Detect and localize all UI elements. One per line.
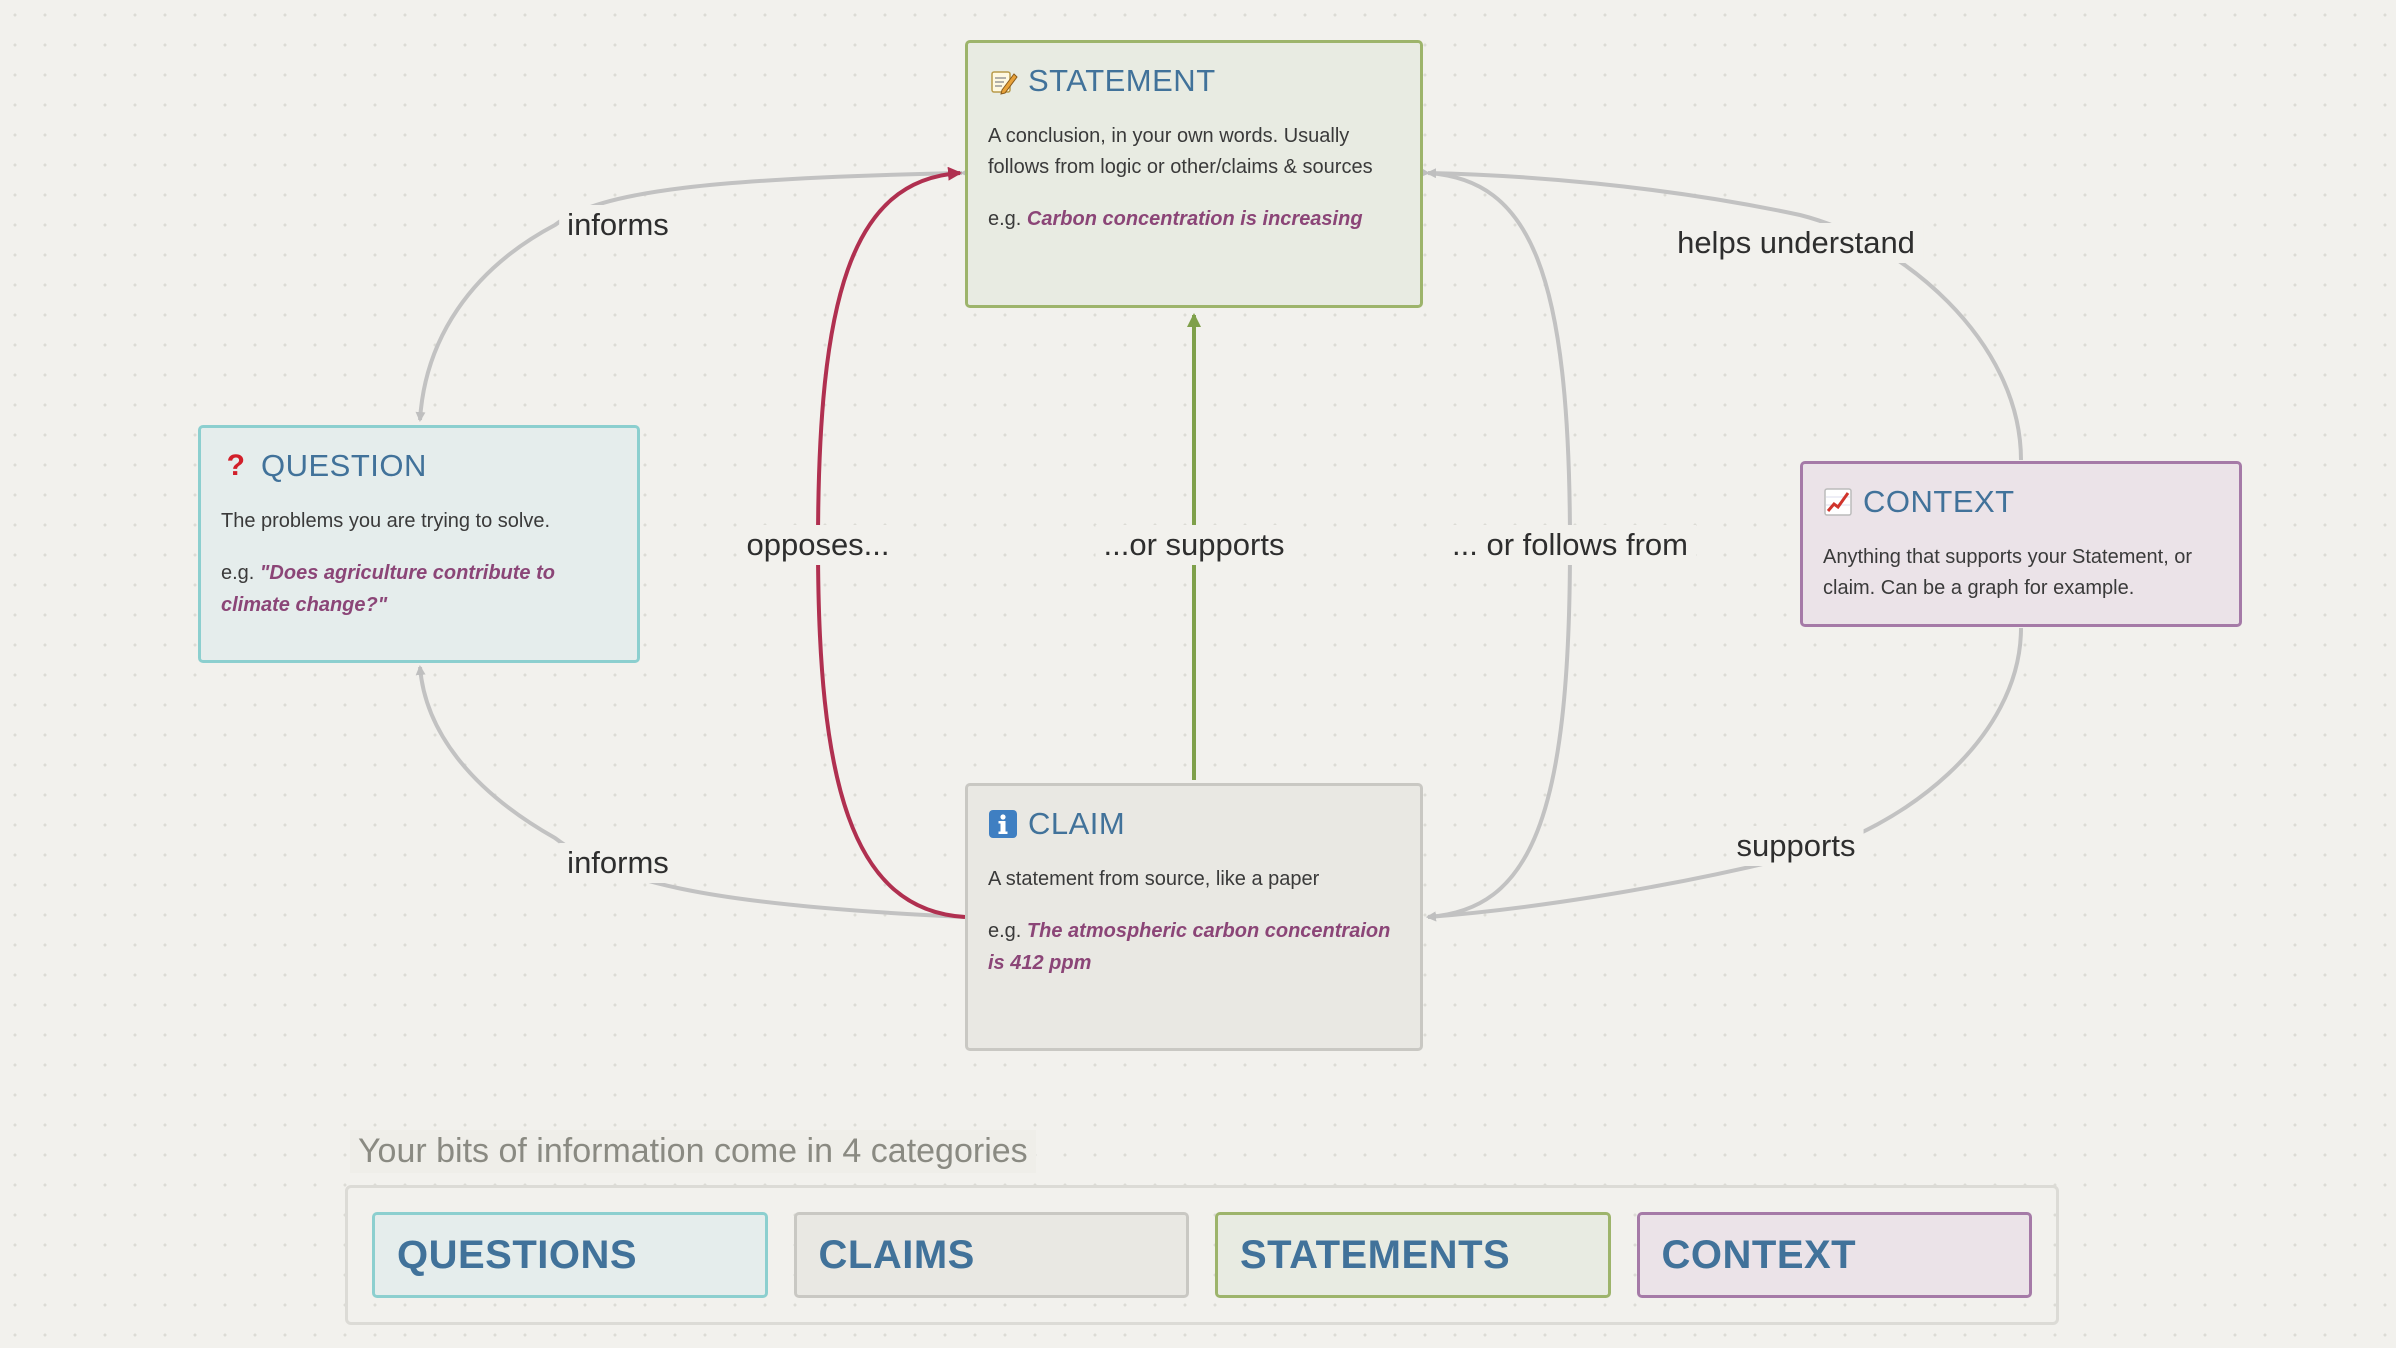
question-title-row: ? QUESTION [221, 448, 617, 484]
edge-label-follows-from: ... or follows from [1444, 525, 1696, 565]
claim-card[interactable]: CLAIM A statement from source, like a pa… [965, 783, 1423, 1051]
question-description: The problems you are trying to solve. [221, 510, 551, 532]
question-example-prefix: e.g. [221, 562, 255, 584]
edge-label-informs-bottom: informs [559, 843, 677, 883]
legend-chip-context[interactable]: CONTEXT [1636, 1212, 2032, 1298]
question-mark-icon: ? [226, 449, 246, 482]
chart-increasing-icon [1823, 487, 1853, 517]
statement-title: STATEMENT [1028, 63, 1216, 98]
question-example-text: "Does agriculture contribute to climate … [221, 562, 555, 616]
legend-chip-claims[interactable]: CLAIMS [793, 1212, 1189, 1298]
statement-title-row: STATEMENT [988, 63, 1400, 99]
claim-example: e.g. The atmospheric carbon concentraion… [988, 915, 1400, 979]
legend-chip-questions[interactable]: QUESTIONS [372, 1212, 768, 1298]
memo-pencil-icon [988, 66, 1018, 96]
context-description: Anything that supports your Statement, o… [1823, 546, 2193, 599]
context-title-row: CONTEXT [1823, 484, 2219, 520]
claim-title-row: CLAIM [988, 806, 1400, 842]
claim-title: CLAIM [1028, 806, 1126, 841]
legend-group: QUESTIONS CLAIMS STATEMENTS CONTEXT [345, 1185, 2059, 1325]
statement-example: e.g. Carbon concentration is increasing [988, 203, 1400, 235]
statement-card[interactable]: STATEMENT A conclusion, in your own word… [965, 40, 1423, 308]
claim-description: A statement from source, like a paper [988, 868, 1320, 890]
context-title: CONTEXT [1863, 484, 2015, 519]
question-card[interactable]: ? QUESTION The problems you are trying t… [198, 425, 640, 663]
question-title: QUESTION [261, 448, 427, 483]
statement-description: A conclusion, in your own words. Usually… [988, 125, 1373, 178]
edge-label-informs-top: informs [559, 205, 677, 245]
statement-example-text: Carbon concentration is increasing [1026, 208, 1363, 230]
edge-context-statement [1426, 168, 2023, 461]
legend-chip-statements[interactable]: STATEMENTS [1215, 1212, 1611, 1298]
statement-example-prefix: e.g. [988, 208, 1022, 230]
context-card[interactable]: CONTEXT Anything that supports your Stat… [1800, 461, 2242, 627]
edge-context-claim [1426, 627, 2023, 922]
edge-label-helps-understand: helps understand [1669, 223, 1923, 263]
edge-label-supports-right: supports [1728, 826, 1864, 866]
claim-example-text: The atmospheric carbon concentraion is 4… [988, 920, 1391, 974]
legend-title: Your bits of information come in 4 categ… [350, 1130, 1036, 1173]
claim-example-prefix: e.g. [988, 920, 1022, 942]
question-example: e.g. "Does agriculture contribute to cli… [221, 557, 617, 621]
edge-label-opposes: opposes... [738, 525, 898, 565]
edge-label-supports-center: ...or supports [1095, 525, 1293, 565]
information-icon [988, 809, 1018, 839]
